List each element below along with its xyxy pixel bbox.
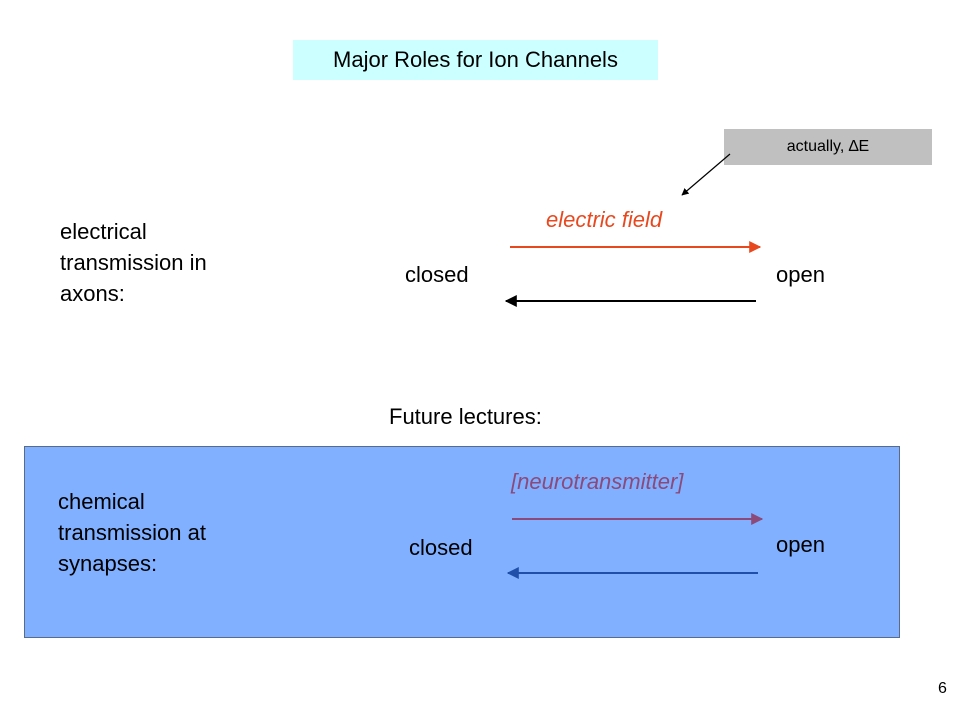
neurotransmitter-label: [neurotransmitter] xyxy=(511,469,684,494)
future-lectures-box xyxy=(24,446,900,638)
electric-field-label: electric field xyxy=(546,207,663,232)
open-state-bottom: open xyxy=(776,532,825,557)
closed-state-top: closed xyxy=(405,262,469,287)
future-lectures-heading: Future lectures: xyxy=(389,404,542,429)
electrical-label-line: transmission in xyxy=(60,250,207,275)
electrical-label-line: axons: xyxy=(60,281,125,306)
electrical-transmission-label: electrical transmission in axons: xyxy=(60,216,207,309)
page-number: 6 xyxy=(938,680,947,697)
open-state-top: open xyxy=(776,262,825,287)
slide-title: Major Roles for Ion Channels xyxy=(293,40,658,80)
chemical-label-line: transmission at xyxy=(58,520,206,545)
delta-e-note: actually, ∆E xyxy=(724,129,932,165)
chemical-transmission-label: chemical transmission at synapses: xyxy=(58,486,206,579)
electrical-label-line: electrical xyxy=(60,219,147,244)
chemical-label-line: synapses: xyxy=(58,551,158,576)
note-pointer-arrow xyxy=(681,153,731,196)
closed-state-bottom: closed xyxy=(409,535,473,560)
chemical-label-line: chemical xyxy=(58,489,145,514)
